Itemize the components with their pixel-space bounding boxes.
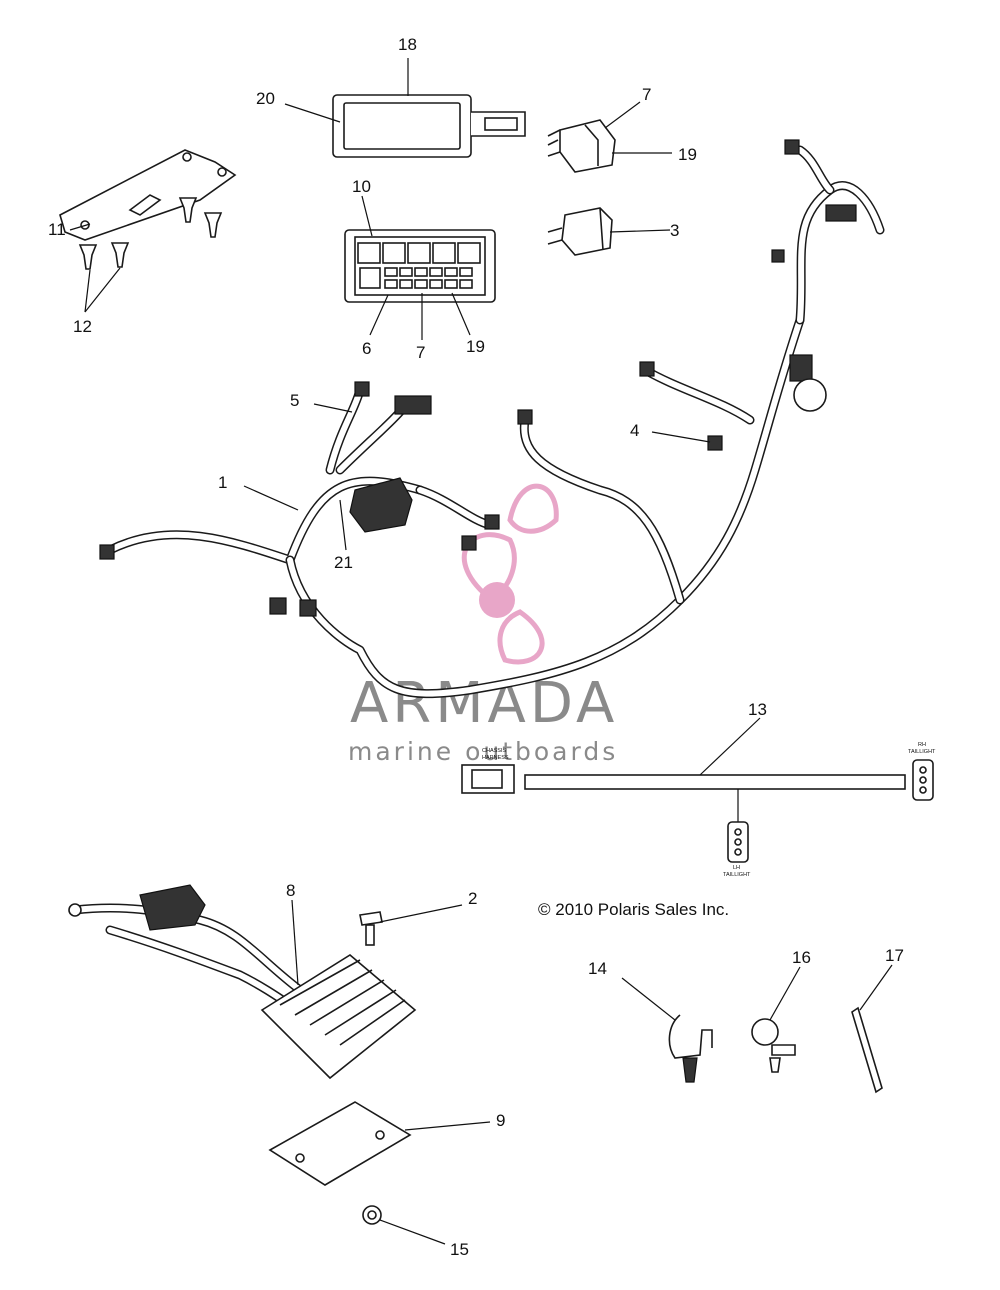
harness-label: HARNESS bbox=[482, 755, 509, 761]
callout-7a: 7 bbox=[642, 85, 651, 104]
callout-8: 8 bbox=[286, 881, 295, 900]
callout-19a: 19 bbox=[678, 145, 697, 164]
part-2-bolt bbox=[359, 911, 383, 946]
part-17-cable-tie bbox=[851, 1006, 883, 1094]
part-10-fuse-box bbox=[344, 229, 496, 303]
part-15-nut bbox=[362, 1205, 382, 1225]
callout-1: 1 bbox=[218, 473, 227, 492]
callout-5: 5 bbox=[290, 391, 299, 410]
callout-13: 13 bbox=[748, 700, 767, 719]
callout-11: 11 bbox=[48, 220, 66, 239]
callout-12: 12 bbox=[73, 317, 92, 336]
part-16-p-clamp bbox=[751, 1018, 796, 1073]
part-7-19-relay-connector bbox=[547, 119, 616, 173]
part-14-clip bbox=[668, 1014, 713, 1083]
watermark-subtitle: marine outboards bbox=[348, 737, 618, 766]
copyright-notice: © 2010 Polaris Sales Inc. bbox=[538, 900, 729, 919]
part-12-push-rivets bbox=[78, 197, 223, 270]
part-1-main-harness bbox=[99, 139, 885, 699]
callout-numbers: 18 20 7 19 10 3 11 12 6 7 19 5 1 21 4 13… bbox=[48, 35, 904, 1259]
callout-3: 3 bbox=[670, 221, 679, 240]
callout-10: 10 bbox=[352, 177, 371, 196]
part-13-taillight-harness: CHASSIS HARNESS RH TAILLIGHT LH TAILLIGH… bbox=[461, 742, 936, 878]
chassis-label: CHASSIS bbox=[482, 748, 506, 754]
callout-4: 4 bbox=[630, 421, 639, 440]
watermark-title: ARMADA bbox=[350, 671, 618, 736]
part-18-cover bbox=[332, 94, 526, 158]
part-11-bracket bbox=[59, 149, 237, 241]
rh-taillight-label: TAILLIGHT bbox=[908, 749, 936, 755]
callout-2: 2 bbox=[468, 889, 477, 908]
armada-watermark: ARMADA marine outboards bbox=[348, 483, 618, 766]
part-3-connector-housing bbox=[547, 207, 613, 256]
callout-18: 18 bbox=[398, 35, 417, 54]
callout-6: 6 bbox=[362, 339, 371, 358]
callout-19b: 19 bbox=[466, 337, 485, 356]
callout-15: 15 bbox=[450, 1240, 469, 1259]
callout-7b: 7 bbox=[416, 343, 425, 362]
part-8-voltage-regulator bbox=[68, 884, 417, 1080]
lh-taillight-label: TAILLIGHT bbox=[723, 872, 751, 878]
callout-9: 9 bbox=[496, 1111, 505, 1130]
callout-16: 16 bbox=[792, 948, 811, 967]
rh-label: RH bbox=[918, 742, 926, 748]
callout-17: 17 bbox=[885, 946, 904, 965]
callout-21: 21 bbox=[334, 553, 353, 572]
callout-14: 14 bbox=[588, 959, 607, 978]
callout-20: 20 bbox=[256, 89, 275, 108]
leader-lines bbox=[69, 58, 893, 1245]
propeller-logo-icon bbox=[461, 483, 559, 665]
part-9-pad bbox=[268, 1101, 412, 1186]
lh-label: LH bbox=[733, 865, 740, 871]
